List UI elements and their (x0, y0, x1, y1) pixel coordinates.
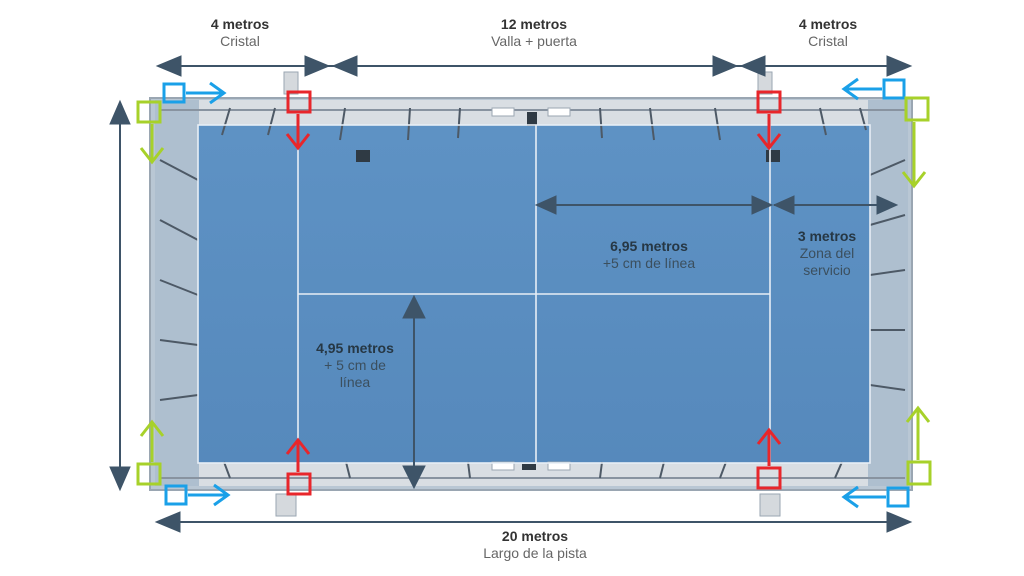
arrowhead-down (109, 466, 131, 492)
red-square-icon (286, 90, 312, 114)
bottom-wall (155, 460, 907, 486)
bottom-fence-posts (223, 461, 843, 479)
blue-square-icon (882, 78, 906, 100)
right-wall (868, 100, 908, 486)
service-length-subtitle: +5 cm de línea (602, 254, 696, 271)
top-fence-posts (221, 107, 867, 141)
court-lines (197, 124, 871, 464)
red-square-icon (286, 472, 312, 496)
half-width-label: 4,95 metros + 5 cm de línea (300, 340, 410, 390)
half-width-line1: + 5 cm de (324, 356, 386, 373)
half-width-title: 4,95 metros (316, 340, 394, 356)
service-zone-label: 3 metros Zona del servicio (782, 228, 872, 278)
bottom-title: 20 metros (501, 528, 569, 544)
right-fence-posts (869, 159, 906, 391)
court-light-left (356, 150, 370, 162)
bottom-label: 20 metros Largo de la pista (450, 528, 620, 562)
court-light-right (766, 150, 780, 162)
blue-square-icon (886, 486, 910, 508)
bottom-door (491, 461, 515, 471)
service-length-title: 6,95 metros (610, 238, 688, 254)
half-width-line2: línea (339, 373, 371, 390)
top-center-subtitle: Valla + puerta (491, 32, 577, 49)
red-post-markers (285, 90, 782, 496)
arrowhead-right (751, 195, 774, 215)
red-square-icon (756, 90, 782, 114)
arrowhead-left (155, 55, 182, 77)
right-bottom-post-base (759, 493, 781, 517)
arrowhead-left (331, 55, 358, 77)
left-top-post-base (283, 71, 299, 95)
left-fence-posts (159, 159, 199, 401)
arrowhead-down (402, 465, 426, 490)
arrowhead-up (402, 294, 426, 319)
blue-corner-markers (162, 77, 910, 509)
arrowhead-right (886, 55, 913, 77)
arrowhead-right (712, 55, 739, 77)
arrowhead-left (772, 195, 795, 215)
service-zone-line2: servicio (803, 261, 851, 278)
service-zone-line1: Zona del (799, 244, 855, 261)
bottom-subtitle: Largo de la pista (483, 544, 587, 561)
top-left-title: 4 metros (210, 16, 270, 32)
bottom-net-post (522, 464, 536, 470)
green-square-icon (136, 462, 162, 486)
arrowhead-left (534, 195, 557, 215)
arrowhead-right (304, 55, 331, 77)
green-square-icon (136, 100, 162, 124)
top-right-title: 4 metros (798, 16, 858, 32)
red-square-icon (756, 466, 782, 490)
arrowhead-right (886, 511, 913, 533)
top-right-subtitle: Cristal (808, 32, 848, 49)
top-door (547, 107, 571, 117)
green-corner-markers (136, 96, 932, 486)
arrowhead-left (739, 55, 766, 77)
top-center-label: 12 metros Valla + puerta (464, 16, 604, 50)
dimension-arrows (109, 55, 913, 533)
top-left-label: 4 metros Cristal (198, 16, 282, 50)
blue-square-icon (164, 484, 188, 506)
top-door (491, 107, 515, 117)
arrowhead-left (154, 511, 181, 533)
bottom-door (547, 461, 571, 471)
green-square-icon (904, 96, 930, 122)
arrowhead-up (109, 99, 131, 125)
service-zone-title: 3 metros (797, 228, 857, 244)
arrowhead-right (876, 195, 899, 215)
service-length-label: 6,95 metros +5 cm de línea (584, 238, 714, 272)
top-net-post (527, 112, 537, 126)
top-center-title: 12 metros (500, 16, 568, 32)
court (149, 71, 913, 517)
top-left-subtitle: Cristal (220, 32, 260, 49)
green-square-icon (906, 460, 932, 486)
top-right-label: 4 metros Cristal (786, 16, 870, 50)
blue-square-icon (162, 82, 186, 104)
left-bottom-post-base (275, 493, 297, 517)
